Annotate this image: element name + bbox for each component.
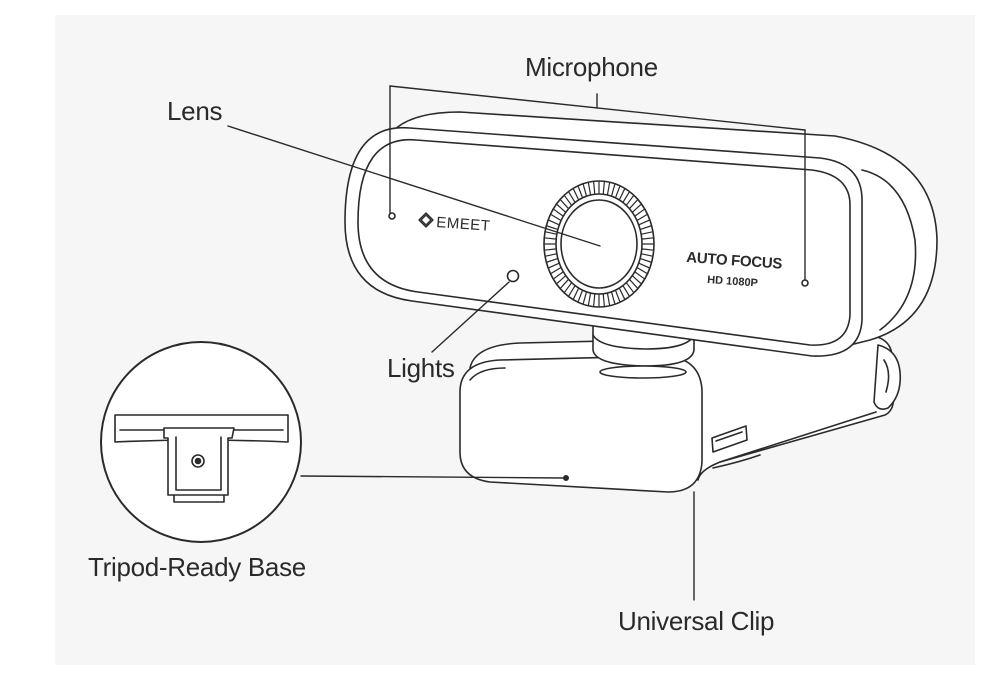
brand-logo-mark xyxy=(418,212,434,228)
lens-ridge xyxy=(639,262,650,269)
lens-ridge xyxy=(572,188,579,200)
lens-ridge xyxy=(572,288,579,300)
lens-ridge xyxy=(632,204,642,213)
lens-ridge xyxy=(593,294,596,307)
lens-ridge xyxy=(629,199,638,209)
lens-ridge xyxy=(544,237,556,240)
lens-ridge xyxy=(546,258,558,263)
microphone-hole-left xyxy=(388,212,396,220)
lens-ridge xyxy=(545,253,557,257)
lens-ridge xyxy=(640,225,652,230)
microphone-label: Microphone xyxy=(525,52,658,82)
universal-clip-drawing xyxy=(459,334,902,493)
resolution-text: HD 1080P xyxy=(707,274,758,290)
lens-ridge xyxy=(637,214,648,221)
lens-ridge xyxy=(568,191,576,203)
lens-ridge xyxy=(553,271,564,280)
lens-ridge xyxy=(611,292,616,304)
lens-ridge xyxy=(626,195,634,206)
lens-ridge xyxy=(593,181,596,194)
lens-ridge xyxy=(550,267,561,274)
lens-ridge xyxy=(641,231,653,235)
lens-ridge xyxy=(634,208,645,217)
lens-ridge xyxy=(556,275,566,284)
lens-ridge xyxy=(641,253,653,257)
lens-ridge xyxy=(587,293,592,306)
lens-ridge xyxy=(577,186,583,198)
lens-ridge xyxy=(548,219,559,226)
auto-focus-text: AUTO FOCUS xyxy=(686,249,783,273)
light-indicator xyxy=(506,269,520,283)
lens-ridge xyxy=(553,208,564,217)
lens-ridge xyxy=(632,275,642,284)
lens-ridge xyxy=(619,188,626,200)
lens-ridge xyxy=(626,282,634,293)
lens-ridge xyxy=(606,293,611,306)
lens-ridge xyxy=(560,199,569,209)
lens-ridge xyxy=(640,258,652,263)
tripod-ready-base-label: Tripod-Ready Base xyxy=(88,552,306,582)
lens-ridge xyxy=(602,294,605,307)
lens-ridge xyxy=(556,204,566,213)
lens-ridge xyxy=(564,282,572,293)
lens-ridge xyxy=(602,181,605,194)
lens-ridge xyxy=(546,225,558,230)
lens-ridge xyxy=(642,248,654,251)
lens-ridge xyxy=(615,186,621,198)
tripod-inset xyxy=(100,341,302,543)
lens-ridge xyxy=(611,184,616,196)
lens-leader xyxy=(227,125,601,247)
lens-ridge xyxy=(629,279,638,289)
lens-ridge xyxy=(582,184,587,196)
lens-ridge xyxy=(639,219,650,226)
lens-ridge xyxy=(615,290,621,302)
lens-ridge xyxy=(622,191,630,203)
tripod-leader xyxy=(300,475,564,479)
lens-ridge xyxy=(545,231,557,235)
lens-ridge xyxy=(642,237,654,240)
lens-ridge xyxy=(587,182,592,195)
callout-lines xyxy=(227,85,806,601)
lens-assembly xyxy=(543,180,655,308)
lens-ridge xyxy=(564,195,572,206)
lens-label: Lens xyxy=(167,96,223,126)
lens-ridge xyxy=(568,285,576,297)
tripod-thread-icon xyxy=(191,454,205,468)
lens-ridge xyxy=(582,292,587,304)
lens-ridge xyxy=(548,262,559,269)
lens-ridge xyxy=(577,290,583,302)
lights-leader xyxy=(431,281,510,353)
lens-ridge xyxy=(560,279,569,289)
brand-text: EMEET xyxy=(436,214,491,235)
lights-label: Lights xyxy=(387,353,455,383)
lens-ridge xyxy=(550,214,561,221)
lens-ridge xyxy=(634,271,645,280)
lens-ridge xyxy=(619,288,626,300)
camera-body xyxy=(344,111,938,357)
universal-clip-label: Universal Clip xyxy=(618,606,775,636)
lens-ridge xyxy=(544,248,556,251)
lens-ridge xyxy=(622,285,630,297)
lens-ridge xyxy=(606,182,611,195)
lens-ridge xyxy=(637,267,648,274)
